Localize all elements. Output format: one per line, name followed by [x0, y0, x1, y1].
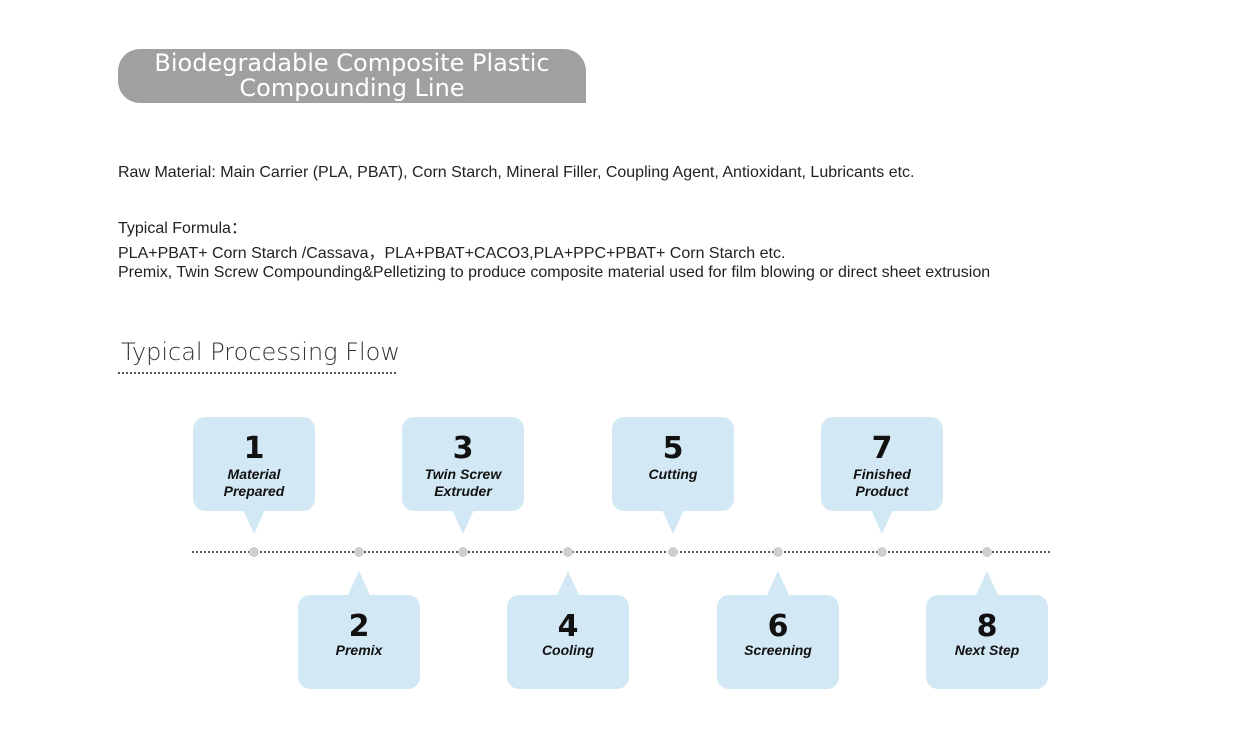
step-number: 2 [348, 609, 370, 644]
step-number: 1 [243, 431, 265, 466]
step-pointer-5 [662, 510, 684, 534]
step-pointer-1 [243, 510, 265, 534]
step-label: Next Step [926, 642, 1048, 659]
formula-text: PLA+PBAT+ Corn Starch /Cassava，PLA+PBAT+… [118, 245, 786, 262]
step-pointer-4 [557, 571, 579, 595]
step-pointer-7 [871, 510, 893, 534]
step-number: 6 [767, 609, 789, 644]
step-number: 8 [976, 609, 998, 644]
title-line-2: Compounding Line [239, 74, 465, 102]
process-text: Premix, Twin Screw Compounding&Pelletizi… [118, 264, 991, 281]
typical-formula-label: Typical Formula： [118, 220, 247, 237]
section-underline [118, 372, 396, 374]
step-label-line: Premix [335, 642, 383, 658]
step-number: 3 [452, 431, 474, 466]
step-label-line: Twin Screw [424, 466, 502, 482]
timeline-dot-4 [563, 547, 573, 557]
step-label-line: Material [227, 466, 281, 482]
timeline-dot-6 [773, 547, 783, 557]
step-label-line: Prepared [223, 483, 285, 499]
step-label-line: Screening [744, 642, 812, 658]
step-label-line: Product [855, 483, 909, 499]
step-number: 4 [557, 609, 579, 644]
step-label-line: Finished [853, 466, 911, 482]
step-label: Cooling [507, 642, 629, 659]
step-label-line: Extruder [434, 483, 492, 499]
step-number: 7 [871, 431, 893, 466]
timeline-dot-7 [877, 547, 887, 557]
step-label: Cutting [612, 466, 734, 483]
step-label-line: Cutting [648, 466, 698, 482]
title-banner: Biodegradable Composite Plastic Compound… [118, 49, 586, 103]
timeline-dot-2 [354, 547, 364, 557]
timeline-dot-1 [249, 547, 259, 557]
step-pointer-6 [767, 571, 789, 595]
step-label-line: Cooling [541, 642, 595, 658]
raw-material-text: Raw Material: Main Carrier (PLA, PBAT), … [118, 164, 915, 181]
section-heading: Typical Processing Flow [121, 338, 400, 366]
step-pointer-8 [976, 571, 998, 595]
step-number: 5 [662, 431, 684, 466]
title-line-1: Biodegradable Composite Plastic [154, 49, 550, 77]
timeline-dot-5 [668, 547, 678, 557]
step-label: Screening [717, 642, 839, 659]
timeline-line [192, 551, 1050, 553]
step-pointer-2 [348, 571, 370, 595]
timeline-dot-3 [458, 547, 468, 557]
timeline-dot-8 [982, 547, 992, 557]
step-label: Premix [298, 642, 420, 659]
step-pointer-3 [452, 510, 474, 534]
step-label-line: Next Step [954, 642, 1020, 658]
